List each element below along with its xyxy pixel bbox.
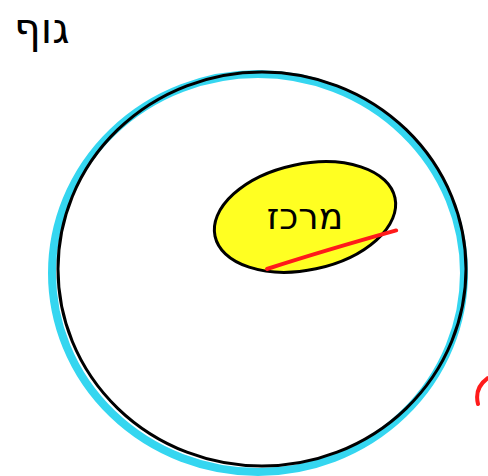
yolk-shape — [204, 146, 406, 288]
inner-ellipse: מרכז — [210, 161, 400, 273]
black-outline — [58, 72, 466, 466]
heading-label: גוף — [14, 6, 70, 52]
outer-circle: גוףמרכז — [52, 66, 472, 472]
red-mark — [477, 378, 488, 404]
node-label: מרכז — [267, 197, 343, 237]
